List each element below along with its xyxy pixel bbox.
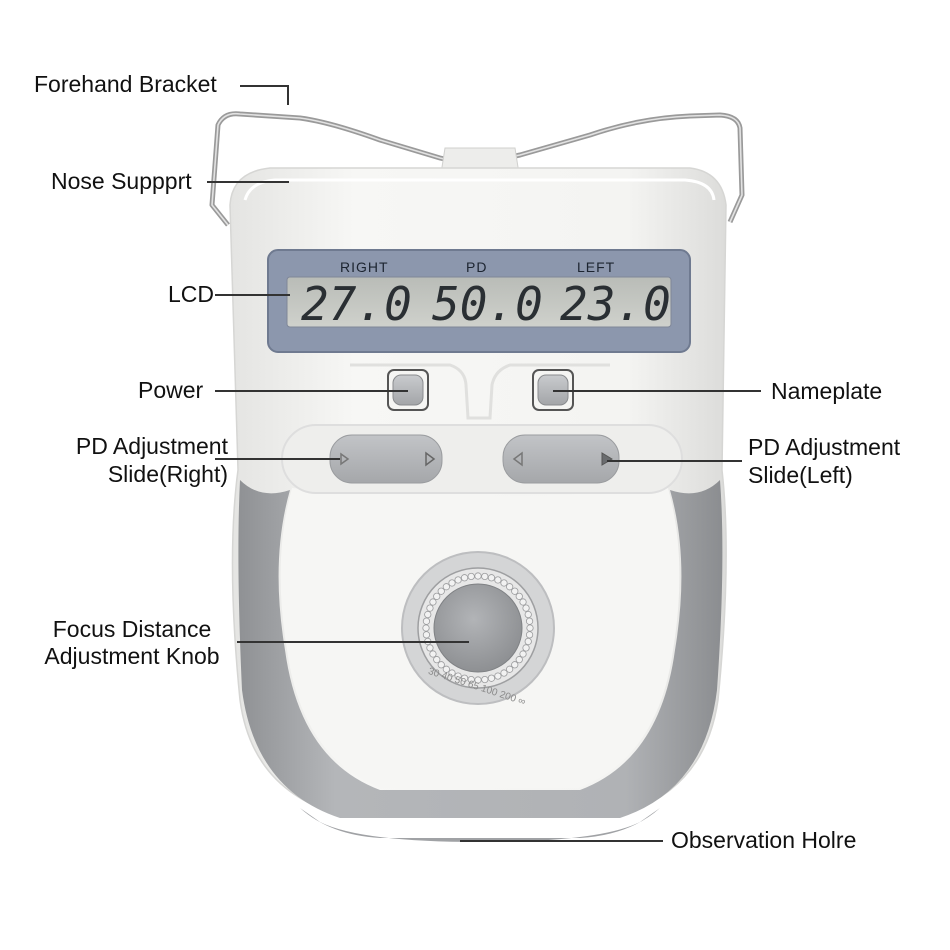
right-arrow-icon	[601, 452, 613, 466]
knob-knurl	[422, 631, 431, 639]
label-pd-slide-right-line1: PD Adjustment	[75, 433, 228, 459]
knob-knurl	[437, 587, 445, 595]
knob-knurl	[524, 637, 532, 646]
knob-knurl	[519, 598, 527, 606]
lcd-value-right: 27.0	[301, 277, 412, 331]
knob-knurl	[506, 583, 514, 591]
knob-knurl	[522, 644, 530, 652]
knob-knurl	[422, 624, 430, 632]
knob-knurl	[467, 675, 475, 684]
knob-knurl	[525, 617, 534, 625]
lcd-display: RIGHT PD LEFT 27.0 50.0 23.0	[267, 249, 691, 353]
leader-nose-support	[207, 181, 289, 183]
label-pd-slide-left: PD Adjustment Slide(Left)	[748, 434, 900, 488]
leader-power	[215, 390, 408, 392]
label-focus-knob-line2: Adjustment Knob	[44, 643, 220, 669]
leader-nameplate	[553, 390, 761, 392]
label-pd-slide-right: PD Adjustment Slide(Right)	[40, 433, 228, 487]
focus-knob[interactable]: 30 40 50 65 100 200 ∞	[401, 551, 555, 708]
knob-knurl	[442, 583, 450, 591]
knob-knurl	[448, 579, 456, 587]
knob-knurl	[442, 665, 450, 673]
lcd-value-left: 23.0	[560, 277, 671, 331]
label-lcd: LCD	[168, 281, 215, 307]
leader-focus-knob	[237, 641, 469, 643]
label-forehand-bracket: Forehand Bracket	[34, 71, 217, 97]
knob-knurl	[494, 576, 502, 584]
lcd-header-left: LEFT	[577, 259, 615, 275]
knob-knurl	[454, 576, 462, 584]
right-arrow-icon	[425, 451, 436, 467]
knob-knurl	[526, 624, 534, 632]
knob-knurl	[426, 604, 434, 612]
knob-knurl	[487, 574, 496, 582]
knob-knurl	[448, 669, 456, 677]
knob-knurl	[481, 675, 489, 684]
knob-knurl	[433, 656, 441, 664]
knob-knurl	[506, 665, 514, 673]
knob-knurl	[500, 669, 508, 677]
pd-slide-right[interactable]	[329, 434, 443, 484]
knob-knurl	[481, 572, 489, 581]
knob-knurl	[422, 617, 431, 625]
knob-knurl	[460, 574, 469, 582]
leader-pd-slide-right	[215, 458, 340, 460]
label-power: Power	[138, 377, 204, 403]
leader-pd-slide-left	[607, 460, 742, 462]
leader-observation-hole	[460, 840, 663, 842]
knob-knurl	[500, 579, 508, 587]
leader-forehand-bracket-drop	[287, 85, 289, 105]
lcd-value-pd: 50.0	[432, 277, 543, 331]
left-arrow-icon	[340, 452, 350, 466]
knob-knurl	[487, 674, 496, 682]
knob-knurl	[494, 672, 502, 680]
label-pd-slide-left-line2: Slide(Left)	[748, 462, 853, 488]
button-bridge	[350, 363, 610, 420]
knob-knurl	[524, 610, 532, 619]
knob-knurl	[522, 604, 530, 612]
knob-knurl	[460, 674, 469, 682]
leader-lcd	[215, 294, 290, 296]
knob-knurl	[474, 572, 482, 580]
knob-knurl	[525, 631, 534, 639]
label-pd-slide-left-line1: PD Adjustment	[748, 434, 901, 460]
label-nameplate: Nameplate	[771, 378, 883, 404]
label-nose-support: Nose Suppprt	[51, 168, 192, 194]
label-focus-knob: Focus Distance Adjustment Knob	[20, 616, 244, 669]
left-arrow-icon	[512, 451, 523, 467]
label-pd-slide-right-line2: Slide(Right)	[107, 461, 228, 487]
knob-knurl	[429, 598, 437, 606]
knob-knurl	[474, 676, 482, 684]
pd-slide-left[interactable]	[502, 434, 620, 484]
knob-knurl	[511, 587, 519, 595]
label-observation-hole: Observation Holre	[671, 827, 857, 853]
knob-knurl	[424, 610, 432, 619]
lcd-header-right: RIGHT	[340, 259, 389, 275]
knob-knurl	[511, 661, 519, 669]
knob-knurl	[515, 592, 523, 600]
knob-knurl	[433, 592, 441, 600]
knob-knurl	[467, 572, 475, 581]
label-focus-knob-line1: Focus Distance	[52, 616, 212, 642]
knob-knurl	[519, 650, 527, 658]
knob-knurl	[515, 656, 523, 664]
knob-knurl	[429, 650, 437, 658]
knob-knurl	[426, 644, 434, 652]
lcd-header-pd: PD	[466, 259, 487, 275]
knob-knurl	[454, 672, 462, 680]
knob-knurl	[437, 661, 445, 669]
leader-forehand-bracket	[240, 85, 288, 87]
